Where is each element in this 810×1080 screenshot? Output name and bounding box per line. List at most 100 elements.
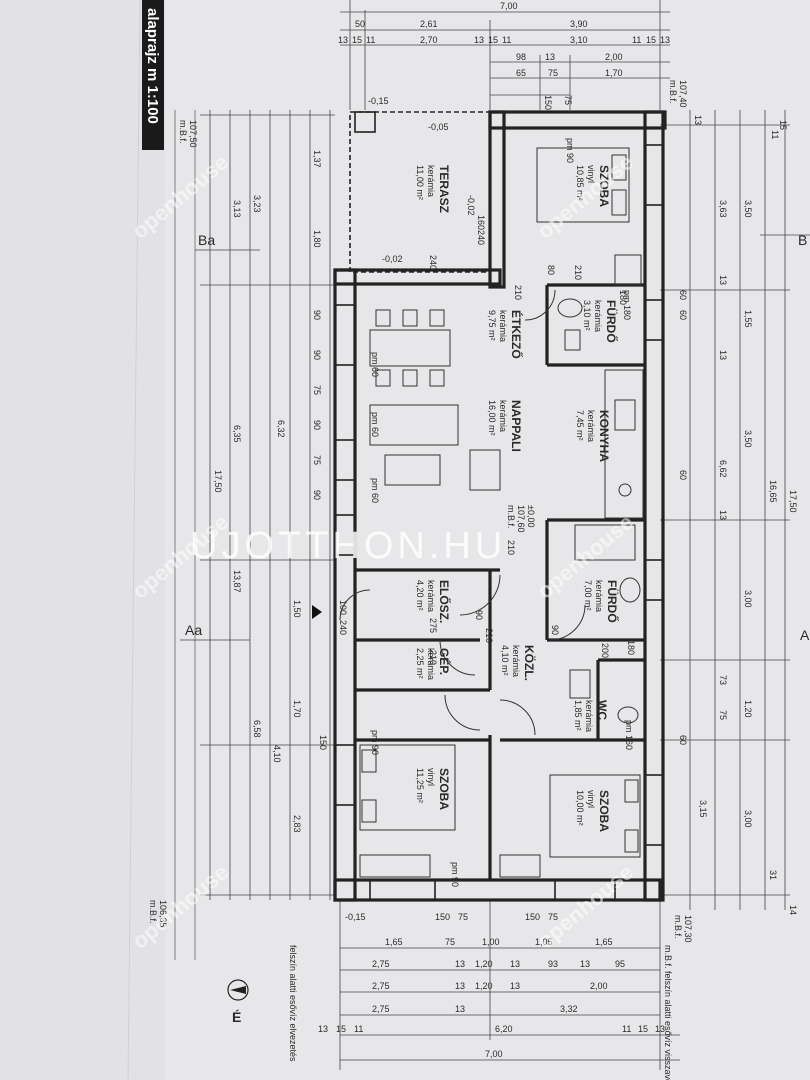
- room-label-nappali: NAPPALI kerámia 16,00 m²: [487, 400, 523, 452]
- room-label-szoba-right: SZOBA vinyl 10,00 m²: [575, 790, 611, 832]
- room-label-szoba-top: SZOBA vinyl 10,85 m²: [575, 165, 611, 207]
- svg-text:15: 15: [352, 35, 362, 45]
- svg-text:107,50: 107,50: [188, 120, 198, 148]
- svg-text:240: 240: [338, 620, 348, 635]
- svg-text:13,87: 13,87: [232, 570, 242, 593]
- svg-text:13: 13: [318, 1024, 328, 1034]
- svg-text:11: 11: [502, 35, 511, 45]
- svg-text:-0,15: -0,15: [345, 912, 366, 922]
- level-top-right: 107,40 m.B.f.: [668, 80, 688, 108]
- svg-text:1,37: 1,37: [312, 150, 322, 168]
- svg-text:11: 11: [622, 1024, 631, 1034]
- section-mark-b: B: [798, 232, 807, 248]
- svg-text:SZOBA: SZOBA: [437, 768, 451, 810]
- svg-text:3,00: 3,00: [743, 810, 753, 828]
- svg-text:13: 13: [510, 959, 520, 969]
- svg-text:90: 90: [550, 625, 560, 635]
- svg-text:106,35: 106,35: [158, 900, 168, 928]
- svg-text:2,25 m²: 2,25 m²: [415, 648, 425, 679]
- svg-text:60: 60: [678, 735, 688, 745]
- svg-text:SZOBA: SZOBA: [597, 165, 611, 207]
- svg-text:2,00: 2,00: [590, 981, 608, 991]
- svg-text:3,15: 3,15: [698, 800, 708, 818]
- svg-text:3,63: 3,63: [718, 200, 728, 218]
- svg-text:11: 11: [366, 35, 375, 45]
- svg-text:11,00 m²: 11,00 m²: [415, 165, 425, 200]
- svg-text:13: 13: [693, 115, 703, 125]
- svg-text:m.B.f.: m.B.f.: [178, 120, 188, 144]
- paper-left-margin: [0, 0, 165, 1080]
- svg-text:107,60: 107,60: [516, 505, 526, 533]
- bottom-dimension-lines: [339, 900, 680, 1070]
- svg-text:kerámia: kerámia: [586, 410, 596, 442]
- svg-text:pm 90: pm 90: [370, 730, 380, 755]
- svg-text:2,75: 2,75: [372, 981, 390, 991]
- svg-text:210: 210: [513, 285, 523, 300]
- svg-text:3,13: 3,13: [232, 200, 242, 218]
- section-marks: Ba B Aa A: [180, 232, 810, 643]
- svg-text:7,45 m²: 7,45 m²: [575, 410, 585, 441]
- svg-text:vinyl: vinyl: [426, 768, 436, 786]
- svg-text:13: 13: [580, 959, 590, 969]
- svg-text:93: 93: [548, 959, 558, 969]
- svg-text:1,55: 1,55: [743, 310, 753, 328]
- svg-text:50: 50: [355, 19, 365, 29]
- svg-text:10,85 m²: 10,85 m²: [575, 165, 585, 201]
- svg-text:m.B.f.: m.B.f.: [673, 915, 683, 939]
- svg-text:13: 13: [718, 510, 728, 520]
- svg-text:NAPPALI: NAPPALI: [509, 400, 523, 452]
- section-mark-aa: Aa: [185, 622, 202, 638]
- left-dimension-lines: [174, 110, 335, 960]
- svg-text:2,00: 2,00: [605, 52, 623, 62]
- svg-text:13: 13: [474, 35, 484, 45]
- svg-text:4,10 m²: 4,10 m²: [500, 645, 510, 676]
- section-mark-a: A: [800, 627, 810, 643]
- svg-text:1,70: 1,70: [292, 700, 302, 718]
- svg-text:17,50: 17,50: [788, 490, 798, 513]
- svg-text:-0,05: -0,05: [428, 122, 449, 132]
- svg-text:kerámia: kerámia: [426, 580, 436, 612]
- top-dimension-lines: [340, 0, 670, 110]
- svg-text:60: 60: [678, 290, 688, 300]
- door-swings: [339, 289, 586, 736]
- svg-text:1,80: 1,80: [312, 230, 322, 248]
- right-dimension-lines: [660, 110, 790, 910]
- svg-text:1,20: 1,20: [475, 981, 493, 991]
- svg-text:95: 95: [615, 959, 625, 969]
- svg-text:1,20: 1,20: [743, 700, 753, 718]
- svg-text:-0,15: -0,15: [368, 96, 389, 106]
- svg-text:4,10: 4,10: [272, 745, 282, 763]
- svg-text:210: 210: [506, 540, 516, 555]
- svg-text:150: 150: [525, 912, 540, 922]
- svg-text:pm 90: pm 90: [565, 138, 575, 163]
- svg-text:100: 100: [338, 600, 348, 615]
- svg-text:73: 73: [718, 675, 728, 685]
- svg-text:FÜRDŐ: FÜRDŐ: [604, 300, 619, 343]
- svg-text:KÖZL.: KÖZL.: [522, 645, 537, 681]
- svg-text:pm 60: pm 60: [370, 478, 380, 503]
- svg-text:15: 15: [778, 120, 788, 130]
- svg-text:kerámia: kerámia: [498, 400, 508, 432]
- openhouse-watermark: openhouse: [532, 859, 638, 954]
- svg-text:15: 15: [488, 35, 498, 45]
- svg-text:kerámia: kerámia: [498, 310, 508, 342]
- svg-text:pm 60: pm 60: [370, 352, 380, 377]
- svg-text:2,61: 2,61: [420, 19, 438, 29]
- bottom-dimension-labels: 1,65 75 1,00 1,05 1,65 2,75 13 1,20 13 9…: [318, 937, 665, 1059]
- svg-text:kerámia: kerámia: [584, 700, 594, 732]
- svg-text:KONYHA: KONYHA: [597, 410, 611, 462]
- svg-text:GÉP.: GÉP.: [437, 648, 452, 675]
- room-label-szoba-left: SZOBA vinyl 11,25 m²: [415, 768, 451, 810]
- building-outline: [333, 110, 667, 902]
- svg-text:3,23: 3,23: [252, 195, 262, 213]
- svg-text:14: 14: [788, 905, 798, 915]
- room-label-kozl: KÖZL. kerámia 4,10 m²: [500, 645, 537, 681]
- svg-text:kerámia: kerámia: [593, 300, 603, 332]
- room-label-gep: GÉP. kerámia 2,25 m²: [415, 648, 452, 680]
- svg-text:m.B.f.: m.B.f.: [668, 80, 678, 104]
- svg-text:3,32: 3,32: [560, 1004, 578, 1014]
- drawing-title: alaprajz m 1:100: [144, 8, 161, 124]
- svg-text:13: 13: [338, 35, 348, 45]
- svg-text:6,35: 6,35: [232, 425, 242, 443]
